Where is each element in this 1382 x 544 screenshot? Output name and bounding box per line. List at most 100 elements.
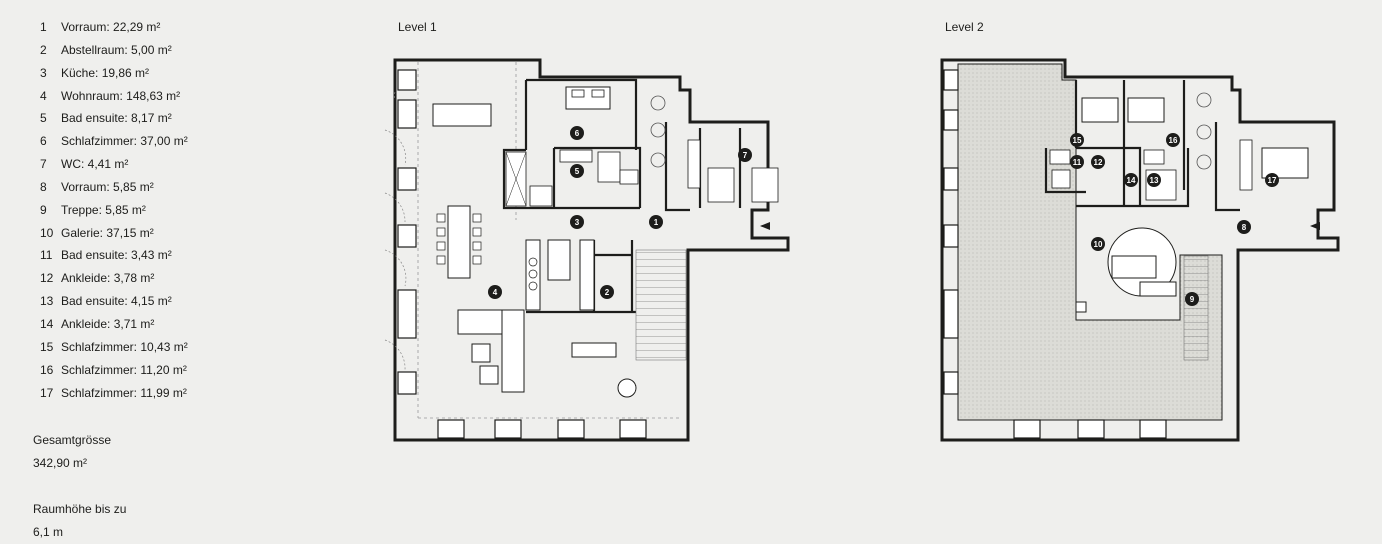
room-badge-17: 17 (1265, 173, 1279, 187)
legend-item-number: 13 (40, 294, 54, 309)
legend-item-number: 16 (40, 362, 54, 377)
room-badge-number: 12 (1094, 158, 1103, 167)
legend-item: 3 Küche: 19,86 m² (33, 66, 333, 89)
legend-item-number: 12 (40, 271, 54, 286)
total-size-value: 342,90 m² (33, 456, 88, 470)
room-badge-number: 13 (1150, 176, 1159, 185)
legend-item-label: Vorraum: 5,85 m² (61, 179, 154, 194)
level-2-gallery-void (957, 63, 1223, 421)
legend-item-number: 3 (40, 65, 47, 80)
room-badge-number: 9 (1190, 295, 1195, 304)
room-badge-4: 4 (488, 285, 502, 299)
legend-item-number: 9 (40, 202, 47, 217)
room-badge-number: 11 (1073, 158, 1082, 167)
legend-item-label: Wohnraum: 148,63 m² (61, 88, 181, 103)
legend-item-number: 5 (40, 111, 47, 126)
legend-item-label: WC: 4,41 m² (61, 157, 129, 172)
room-badge-number: 15 (1073, 136, 1082, 145)
legend-item-label: Schlafzimmer: 11,99 m² (61, 385, 187, 400)
legend-item-number: 7 (40, 157, 47, 172)
level-1-plan (384, 58, 790, 442)
room-badge-2: 2 (600, 285, 614, 299)
level-1-title: Level 1 (398, 20, 437, 34)
total-size-label: Gesamtgrösse (33, 433, 112, 447)
room-height-label: Raumhöhe bis zu (33, 502, 127, 516)
room-badge-number: 4 (493, 288, 498, 297)
level-2-title: Level 2 (945, 20, 984, 34)
legend-item: 8 Vorraum: 5,85 m² (33, 180, 333, 203)
legend-item: 6 Schlafzimmer: 37,00 m² (33, 134, 333, 157)
room-badge-number: 1 (654, 218, 659, 227)
room-badge-10: 10 (1091, 237, 1105, 251)
legend-item-number: 6 (40, 134, 47, 149)
level-1-interior-walls (502, 78, 742, 314)
legend-item-label: Schlafzimmer: 11,20 m² (61, 362, 187, 377)
room-badge-11: 11 (1070, 155, 1084, 169)
legend-item-label: Schlafzimmer: 10,43 m² (61, 339, 188, 354)
legend-item-label: Küche: 19,86 m² (61, 65, 150, 80)
legend-item: 4 Wohnraum: 148,63 m² (33, 89, 333, 112)
legend-item-label: Abstellraum: 5,00 m² (61, 42, 172, 57)
legend-item: 15 Schlafzimmer: 10,43 m² (33, 340, 333, 363)
legend-item-label: Galerie: 37,15 m² (61, 225, 154, 240)
room-badge-12: 12 (1091, 155, 1105, 169)
room-badge-number: 3 (575, 218, 580, 227)
total-size: Gesamtgrösse 342,90 m² (33, 433, 111, 470)
room-badge-number: 14 (1127, 176, 1136, 185)
room-badge-13: 13 (1147, 173, 1161, 187)
level-2-window-piers (943, 69, 1167, 439)
room-badge-number: 10 (1094, 240, 1103, 249)
legend-item-label: Bad ensuite: 8,17 m² (61, 111, 172, 126)
legend-item-number: 11 (40, 248, 53, 263)
legend-item-number: 4 (40, 88, 47, 103)
level-1-window-piers (397, 69, 647, 439)
room-badge-number: 16 (1169, 136, 1178, 145)
legend-item-number: 2 (40, 42, 47, 57)
legend-item: 12 Ankleide: 3,78 m² (33, 271, 333, 294)
legend-item-label: Ankleide: 3,78 m² (61, 271, 155, 286)
room-badge-7: 7 (738, 148, 752, 162)
room-badge-15: 15 (1070, 133, 1084, 147)
room-badge-number: 5 (575, 167, 580, 176)
legend-item: 10 Galerie: 37,15 m² (33, 226, 333, 249)
room-badge-5: 5 (570, 164, 584, 178)
level-1-outer-wall (393, 58, 790, 442)
legend-item: 17 Schlafzimmer: 11,99 m² (33, 386, 333, 409)
room-badge-1: 1 (649, 215, 663, 229)
room-height-value: 6,1 m (33, 525, 64, 539)
room-badge-9: 9 (1185, 292, 1199, 306)
legend-item-number: 15 (40, 339, 54, 354)
legend-item-number: 17 (40, 385, 54, 400)
room-badge-number: 2 (605, 288, 610, 297)
legend-item: 9 Treppe: 5,85 m² (33, 203, 333, 226)
legend-item-label: Bad ensuite: 4,15 m² (61, 294, 172, 309)
legend-item: 13 Bad ensuite: 4,15 m² (33, 294, 333, 317)
legend-item-label: Schlafzimmer: 37,00 m² (61, 134, 188, 149)
legend-item: 2 Abstellraum: 5,00 m² (33, 43, 333, 66)
room-badge-14: 14 (1124, 173, 1138, 187)
legend-item-number: 8 (40, 179, 47, 194)
legend-item-label: Treppe: 5,85 m² (61, 202, 146, 217)
legend-item: 7 WC: 4,41 m² (33, 157, 333, 180)
legend-item-number: 14 (40, 316, 54, 331)
room-badge-number: 6 (575, 129, 580, 138)
room-badge-3: 3 (570, 215, 584, 229)
room-badge-8: 8 (1237, 220, 1251, 234)
room-badge-number: 17 (1268, 176, 1277, 185)
legend-item: 16 Schlafzimmer: 11,20 m² (33, 363, 333, 386)
room-height: Raumhöhe bis zu 6,1 m (33, 502, 126, 539)
level-2-plan (940, 58, 1340, 442)
legend-item: 11 Bad ensuite: 3,43 m² (33, 248, 333, 271)
room-badge-6: 6 (570, 126, 584, 140)
legend-item-label: Vorraum: 22,29 m² (61, 20, 161, 34)
room-badge-16: 16 (1166, 133, 1180, 147)
legend-item-label: Bad ensuite: 3,43 m² (61, 248, 172, 263)
legend-item: 5 Bad ensuite: 8,17 m² (33, 111, 333, 134)
legend-item-number: 10 (40, 225, 54, 240)
level-2-outer-wall (940, 58, 1340, 442)
